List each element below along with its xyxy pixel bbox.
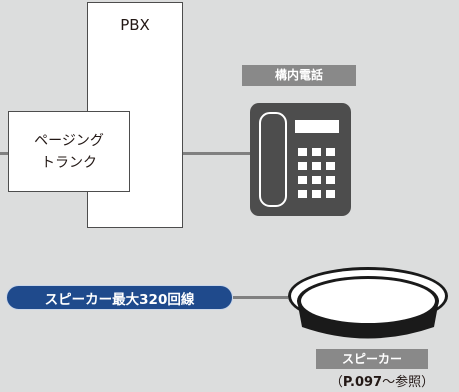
- paging-trunk-label-line2: トランク: [41, 154, 97, 171]
- paging-trunk-box: ページング トランク: [8, 111, 130, 192]
- pbx-label: PBX: [120, 16, 150, 34]
- speaker-page-reference: （P.097〜参照）: [312, 371, 452, 390]
- desk-phone-icon: [250, 103, 351, 216]
- extension-phone-label: 構内電話: [242, 65, 356, 86]
- connection-line-speaker: [233, 296, 288, 299]
- ceiling-speaker-icon: [288, 267, 448, 339]
- ref-close: 〜参照）: [382, 375, 435, 390]
- speaker-capacity-badge: スピーカー最大320回線: [6, 285, 233, 310]
- connection-line-left: [0, 152, 8, 155]
- ref-page: P.097: [342, 375, 383, 390]
- ref-open: （: [329, 375, 343, 390]
- paging-trunk-label-line1: ページング: [34, 132, 104, 149]
- connection-line-phone: [183, 152, 250, 155]
- speaker-label: スピーカー: [316, 349, 428, 369]
